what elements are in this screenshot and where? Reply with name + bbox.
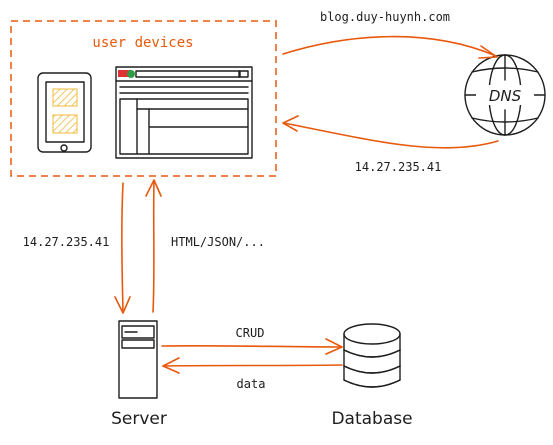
- globe-icon: [464, 54, 546, 136]
- server-node: Server: [111, 320, 167, 429]
- mobile-device-icon: [37, 72, 92, 153]
- database-icon: [343, 323, 401, 388]
- user-devices-frame: [10, 20, 277, 177]
- data-label: data: [237, 377, 266, 391]
- response-arrow: [145, 179, 162, 313]
- request-arrow: [114, 182, 131, 314]
- crud-label: CRUD: [236, 326, 265, 340]
- response-label: HTML/JSON/...: [171, 235, 265, 249]
- dns-query-arrow: [282, 35, 498, 59]
- dns-response-arrow: [282, 115, 499, 149]
- desktop-browser-icon: [115, 66, 253, 159]
- dns-response-label: 14.27.235.41: [355, 160, 442, 174]
- dns-query-label: blog.duy-huynh.com: [320, 10, 450, 24]
- dns-node: DNS: [464, 54, 546, 136]
- user-devices-label: user devices: [92, 35, 193, 51]
- dns-label: DNS: [489, 87, 522, 105]
- data-arrow: [162, 357, 343, 374]
- crud-arrow: [161, 338, 343, 355]
- server-label: Server: [111, 409, 167, 429]
- request-ip-label: 14.27.235.41: [23, 235, 110, 249]
- server-icon: [118, 320, 158, 399]
- database-node: Database: [331, 323, 413, 429]
- database-label: Database: [331, 409, 412, 429]
- user-devices-group: user devices: [10, 20, 277, 177]
